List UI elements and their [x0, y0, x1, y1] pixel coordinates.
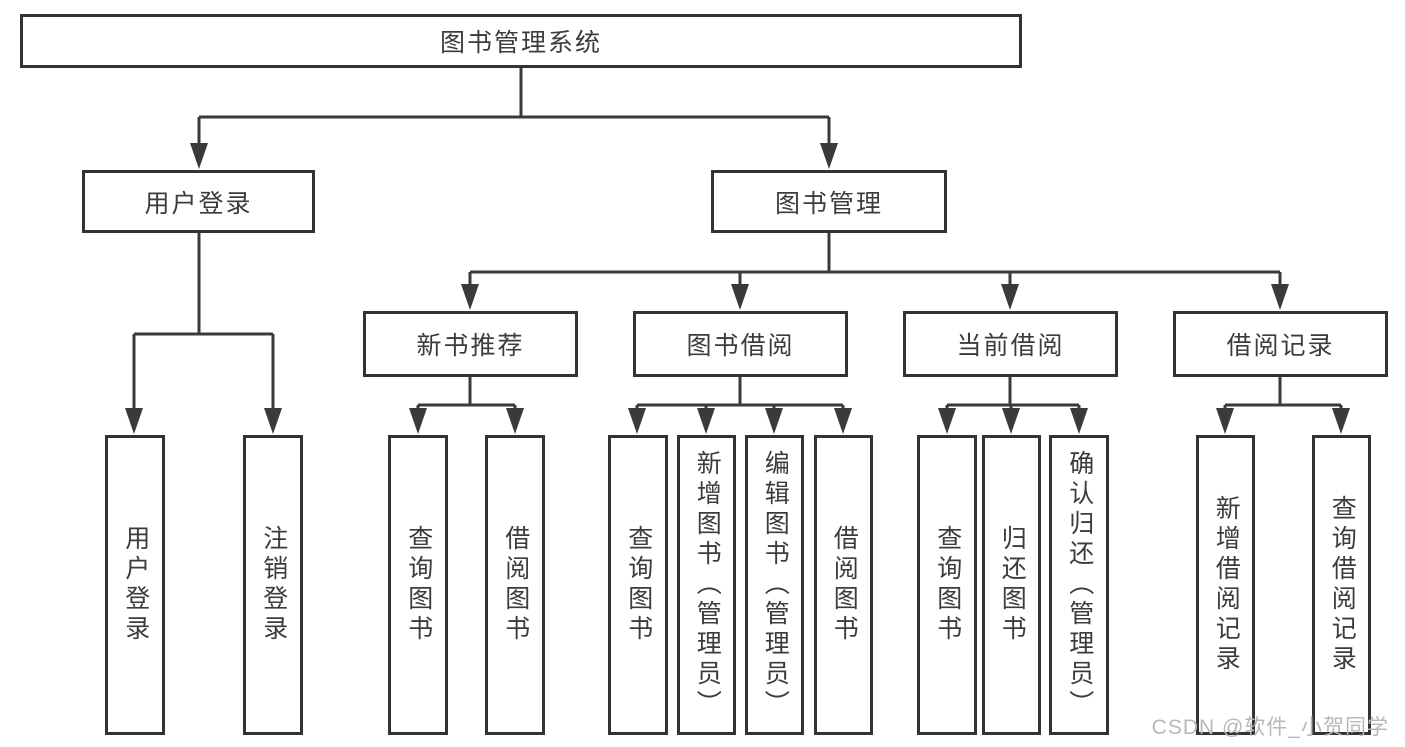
leaf-add-books-admin: 新增图书（管理员）	[677, 435, 736, 735]
leaf-query-books-borrow: 查询图书	[608, 435, 668, 735]
node-book-management: 图书管理	[711, 170, 947, 233]
leaf-confirm-return-admin-label: 确认归还（管理员）	[1065, 450, 1094, 720]
leaf-query-borrow-record-label: 查询借阅记录	[1328, 495, 1357, 675]
leaf-user-login-label: 用户登录	[121, 525, 150, 645]
leaf-edit-books-admin: 编辑图书（管理员）	[745, 435, 804, 735]
leaf-return-books-label: 归还图书	[998, 525, 1027, 645]
node-new-book-recommend: 新书推荐	[363, 311, 578, 377]
leaf-user-login: 用户登录	[105, 435, 165, 735]
leaf-borrow-books-recommend: 借阅图书	[485, 435, 545, 735]
leaf-borrow-books-label: 借阅图书	[830, 525, 859, 645]
node-borrow-records: 借阅记录	[1173, 311, 1388, 377]
leaf-logout-label: 注销登录	[259, 525, 288, 645]
node-current-borrow: 当前借阅	[903, 311, 1118, 377]
leaf-query-books-recommend-label: 查询图书	[404, 525, 433, 645]
leaf-add-books-admin-label: 新增图书（管理员）	[693, 450, 722, 720]
node-book-management-label: 图书管理	[774, 189, 883, 218]
leaf-borrow-books: 借阅图书	[814, 435, 873, 735]
leaf-query-books-borrow-label: 查询图书	[624, 525, 653, 645]
leaf-query-books-current: 查询图书	[917, 435, 977, 735]
node-current-borrow-label: 当前借阅	[956, 332, 1065, 360]
leaf-query-books-current-label: 查询图书	[933, 525, 962, 645]
leaf-return-books: 归还图书	[982, 435, 1041, 735]
node-book-borrow: 图书借阅	[633, 311, 848, 377]
leaf-query-borrow-record: 查询借阅记录	[1312, 435, 1371, 735]
node-user-login: 用户登录	[82, 170, 315, 233]
node-root-system: 图书管理系统	[20, 14, 1022, 68]
node-book-borrow-label: 图书借阅	[686, 332, 795, 360]
leaf-logout: 注销登录	[243, 435, 303, 735]
node-new-book-recommend-label: 新书推荐	[416, 332, 525, 360]
node-borrow-records-label: 借阅记录	[1226, 332, 1335, 360]
node-root-system-label: 图书管理系统	[439, 29, 602, 57]
node-user-login-label: 用户登录	[144, 189, 253, 218]
leaf-query-books-recommend: 查询图书	[388, 435, 448, 735]
leaf-edit-books-admin-label: 编辑图书（管理员）	[761, 450, 790, 720]
leaf-confirm-return-admin: 确认归还（管理员）	[1049, 435, 1109, 735]
csdn-watermark: CSDN @软件_小贺同学	[1151, 716, 1389, 739]
leaf-add-borrow-record: 新增借阅记录	[1196, 435, 1255, 735]
leaf-borrow-books-recommend-label: 借阅图书	[501, 525, 530, 645]
leaf-add-borrow-record-label: 新增借阅记录	[1212, 495, 1241, 675]
